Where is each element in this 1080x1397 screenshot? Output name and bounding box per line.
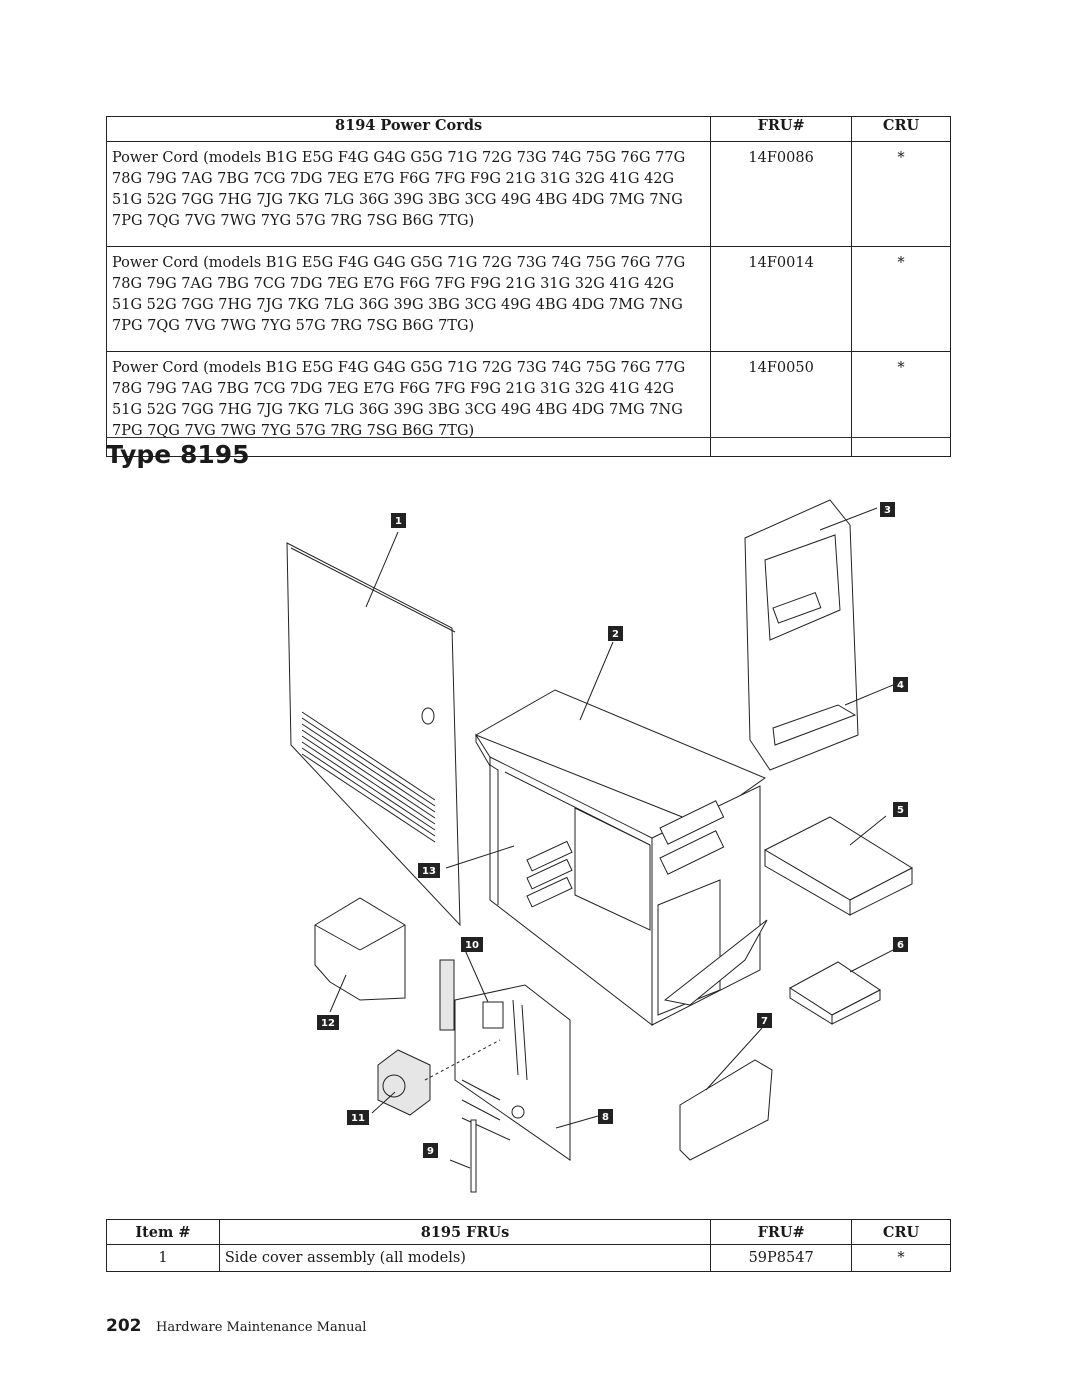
heatsink-fan-drawing <box>371 1039 501 1116</box>
cru-flag: * <box>851 141 951 247</box>
floppy-drive-drawing <box>789 949 894 1025</box>
callout-12: 12 <box>317 1015 339 1030</box>
header-frus: 8195 FRUs <box>218 1219 712 1245</box>
power-cord-description: Power Cord (models B1G E5G F4G G4G G5G 7… <box>105 246 712 352</box>
header-cru: CRU <box>851 1219 951 1245</box>
section-title: Type 8195 <box>106 440 250 469</box>
table-row: Power Cord (models B1G E5G F4G G4G G5G 7… <box>105 141 951 247</box>
callout-5: 5 <box>893 802 908 817</box>
header-item-number: Item # <box>106 1219 220 1245</box>
svg-text:13: 13 <box>422 866 436 877</box>
svg-text:6: 6 <box>897 940 904 951</box>
table-header-row: Item # 8195 FRUs FRU# CRU <box>106 1219 951 1245</box>
fru-number: 14F0050 <box>710 351 853 457</box>
svg-text:5: 5 <box>897 805 904 816</box>
callout-3: 3 <box>880 502 895 517</box>
callout-8: 8 <box>598 1109 613 1124</box>
svg-text:8: 8 <box>602 1112 609 1123</box>
fru-list-table: Item # 8195 FRUs FRU# CRU 1 Side cover a… <box>106 1219 951 1272</box>
hard-drive-drawing <box>679 1027 773 1161</box>
svg-text:10: 10 <box>465 940 479 951</box>
svg-text:1: 1 <box>395 516 402 527</box>
power-supply-drawing <box>314 897 406 1013</box>
callout-9: 9 <box>423 1143 438 1158</box>
header-cru: CRU <box>851 116 951 142</box>
power-cords-table: 8194 Power Cords FRU# CRU Power Cord (mo… <box>105 116 951 457</box>
section-divider <box>106 437 951 438</box>
callout-7: 7 <box>757 1013 772 1028</box>
item-number: 1 <box>106 1244 220 1272</box>
header-fru: FRU# <box>710 116 853 142</box>
cru-flag: * <box>851 1244 951 1272</box>
table-row: Power Cord (models B1G E5G F4G G4G G5G 7… <box>105 246 951 352</box>
svg-text:4: 4 <box>897 680 904 691</box>
table-row: 1 Side cover assembly (all models) 59P85… <box>106 1244 951 1272</box>
callout-6: 6 <box>893 937 908 952</box>
optical-drive-drawing <box>763 815 914 916</box>
callout-2: 2 <box>608 626 623 641</box>
cru-flag: * <box>851 246 951 352</box>
callout-11: 11 <box>347 1110 369 1125</box>
system-board-drawing <box>439 949 599 1161</box>
fru-number: 59P8547 <box>710 1244 853 1272</box>
callout-10: 10 <box>461 937 483 952</box>
cru-flag: * <box>851 351 951 457</box>
svg-text:9: 9 <box>427 1146 434 1157</box>
manual-title: Hardware Maintenance Manual <box>156 1320 367 1335</box>
header-fru: FRU# <box>710 1219 853 1245</box>
svg-text:7: 7 <box>761 1016 768 1027</box>
side-cover-drawing <box>286 531 461 927</box>
table-row: Power Cord (models B1G E5G F4G G4G G5G 7… <box>105 351 951 457</box>
svg-text:12: 12 <box>321 1018 335 1029</box>
power-cord-description: Power Cord (models B1G E5G F4G G4G G5G 7… <box>105 351 712 457</box>
exploded-parts-diagram: 1 2 3 4 5 6 7 8 9 10 11 12 13 <box>286 499 914 1193</box>
header-power-cords: 8194 Power Cords <box>105 116 712 142</box>
callout-4: 4 <box>893 677 908 692</box>
chassis-drawing <box>445 641 768 1027</box>
power-cord-description: Power Cord (models B1G E5G F4G G4G G5G 7… <box>105 141 712 247</box>
svg-text:3: 3 <box>884 505 891 516</box>
callout-1: 1 <box>391 513 406 528</box>
page-number: 202 <box>106 1316 142 1336</box>
svg-text:2: 2 <box>612 629 619 640</box>
part-description: Side cover assembly (all models) <box>218 1244 712 1272</box>
fru-number: 14F0014 <box>710 246 853 352</box>
memory-module-drawing <box>449 1119 477 1193</box>
table-header-row: 8194 Power Cords FRU# CRU <box>105 116 951 142</box>
fru-number: 14F0086 <box>710 141 853 247</box>
callout-13: 13 <box>418 863 440 878</box>
front-bezel-drawing <box>744 499 894 771</box>
svg-text:11: 11 <box>351 1113 365 1124</box>
